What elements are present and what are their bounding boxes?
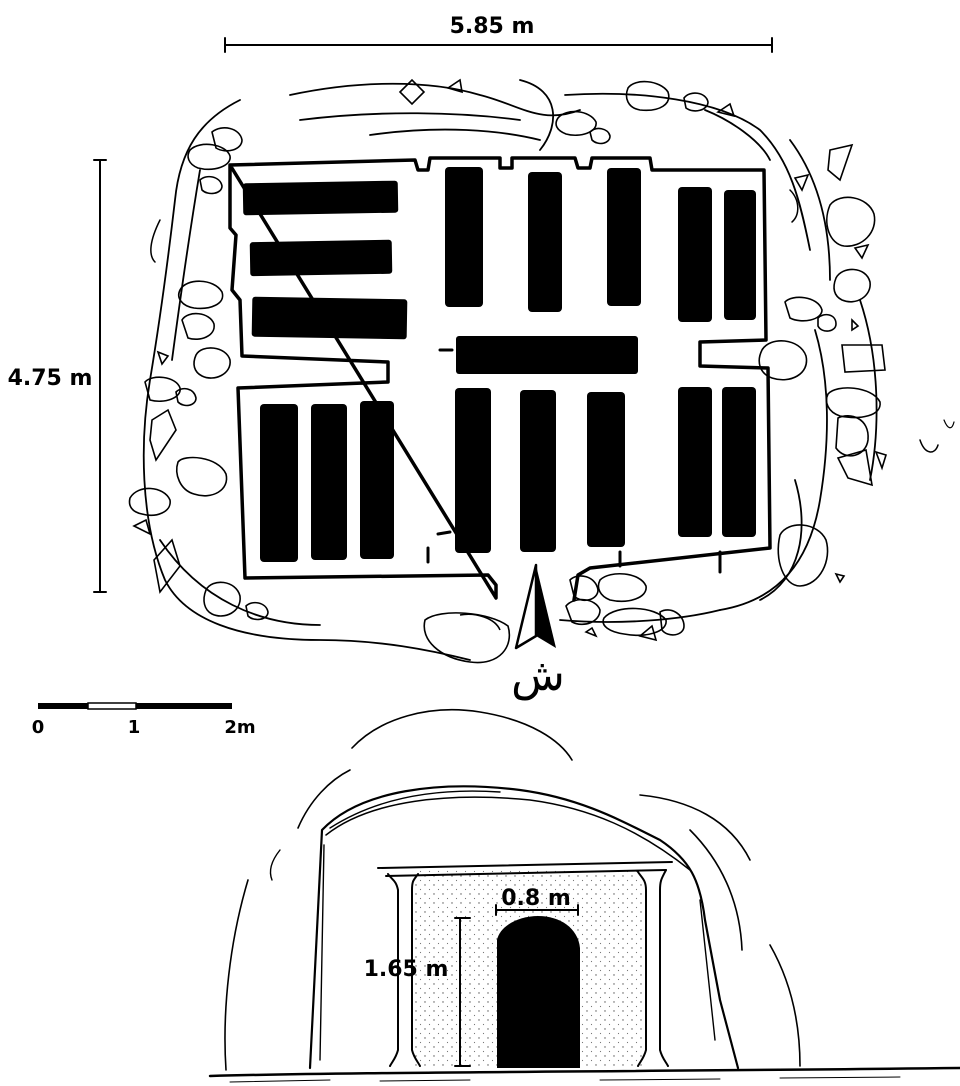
- scale-bar: 0 1 2m: [32, 702, 256, 738]
- left-column: [387, 873, 421, 1067]
- right-column: [637, 869, 669, 1067]
- loculus: [249, 239, 393, 277]
- loculus: [520, 390, 556, 552]
- depth-dimension: 4.75 m: [8, 159, 107, 593]
- doorway: [497, 916, 580, 1068]
- burial-slots: [242, 167, 756, 574]
- loculus: [678, 187, 712, 322]
- loculus: [251, 296, 408, 340]
- plan-view: 5.85 m 4.75 m: [8, 14, 955, 701]
- width-dimension: 5.85 m: [224, 14, 773, 53]
- loculus: [455, 388, 491, 553]
- loculus: [607, 168, 641, 306]
- depth-label: 4.75 m: [8, 366, 93, 391]
- rock-fragments: [128, 78, 888, 664]
- doorway-height-dimension: 1.65 m: [364, 917, 471, 1067]
- loculus: [311, 404, 347, 560]
- loculus: [260, 404, 298, 562]
- loculus: [528, 172, 562, 312]
- chamber-outline: [228, 156, 772, 602]
- loculus: [678, 387, 712, 537]
- doorway-height-label: 1.65 m: [364, 957, 449, 982]
- loculus: [445, 167, 483, 307]
- scale-tick-0: 0: [32, 717, 45, 738]
- scale-tick-2: 2m: [224, 717, 255, 738]
- north-label: ش: [511, 650, 565, 701]
- rock-outline: [142, 79, 955, 661]
- ground-line: [208, 1066, 960, 1078]
- loculus: [587, 392, 625, 547]
- loculus: [722, 387, 756, 537]
- loculus: [456, 336, 638, 374]
- doorway-width-label: 0.8 m: [501, 886, 571, 911]
- width-label: 5.85 m: [450, 14, 535, 39]
- loculus: [360, 401, 394, 559]
- doorway-width-dimension: 0.8 m: [495, 886, 579, 916]
- loculus: [242, 180, 399, 216]
- north-arrow: ش: [511, 563, 565, 701]
- scale-tick-1: 1: [128, 717, 141, 738]
- elevation-view: 0.8 m 1.65 m: [208, 709, 960, 1083]
- loculus: [724, 190, 756, 320]
